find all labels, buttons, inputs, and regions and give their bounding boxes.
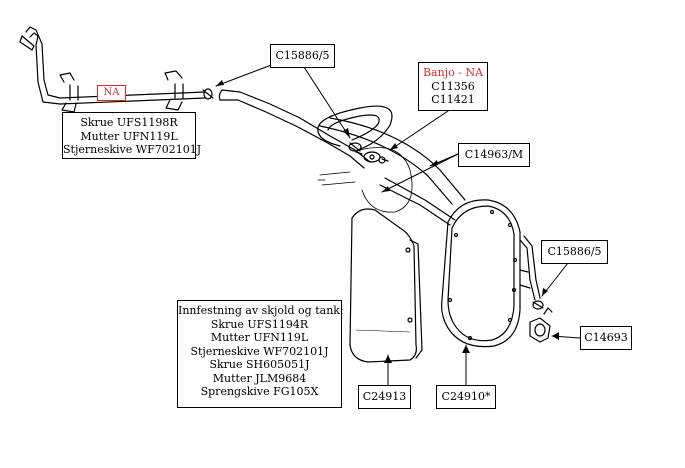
hose-box: C14963/M [458, 143, 530, 167]
mounting-heading: Innfestning av skjold og tank: [178, 304, 344, 317]
pipe-fastener-washer: Stjerneskive WF702101J [63, 143, 202, 156]
banjo-box: Banjo - NA C11356 C11421 [418, 62, 488, 111]
tap-part: C14693 [584, 331, 628, 344]
mounting-nut-2: Mutter JLM9684 [212, 371, 307, 385]
banjo-fitting [355, 151, 389, 164]
shield-box: C24913 [358, 385, 411, 409]
shield-outline [349, 208, 423, 363]
fuel-pipe [19, 26, 206, 105]
pipe-fastener-screw: Skrue UFS1198R [80, 116, 178, 129]
mounting-screw-2: Skrue SH605051J [209, 358, 310, 371]
pipe-fastener-nut: Mutter UFN119L [80, 129, 178, 143]
hose-clamp-bottom [532, 300, 544, 310]
hose-clamp-top [348, 142, 362, 152]
na-marker: NA [97, 85, 126, 101]
clip-top-part: C15886/5 [275, 49, 330, 62]
clip-top-box: C15886/5 [270, 44, 335, 68]
shield-part: C24913 [362, 390, 407, 403]
banjo-part-2: C11421 [431, 93, 475, 106]
mounting-washer-1: Stjerneskive WF702101J [190, 344, 329, 358]
banjo-part-1: C11356 [431, 79, 475, 93]
hose-part: C14963/M [464, 148, 524, 161]
clip-right-part: C15886/5 [547, 245, 602, 258]
clip-right-box: C15886/5 [541, 240, 608, 264]
tap-box: C14693 [580, 326, 632, 350]
pipe-fasteners-box: Skrue UFS1198R Mutter UFN119L Stjerneski… [62, 112, 202, 159]
banjo-title: Banjo - NA [422, 66, 484, 79]
mounting-screw-1: Skrue UFS1194R [210, 317, 309, 331]
mounting-washer-2: Sprengskive FG105X [200, 385, 319, 398]
pipe-end-clip [202, 88, 214, 100]
mounting-box: Innfestning av skjold og tank: Skrue UFS… [177, 300, 344, 408]
drain-hose [519, 235, 541, 301]
pipe-bracket-right [164, 70, 184, 111]
tank-outline [441, 199, 531, 348]
drain-tap [529, 307, 553, 343]
pipe-bracket-left [59, 72, 79, 113]
pump-outline [317, 147, 413, 213]
arrowheads [216, 80, 559, 363]
tank-part: C24910* [441, 390, 491, 403]
mounting-nut-1: Mutter UFN119L [210, 331, 309, 344]
tank-box: C24910* [436, 385, 496, 409]
